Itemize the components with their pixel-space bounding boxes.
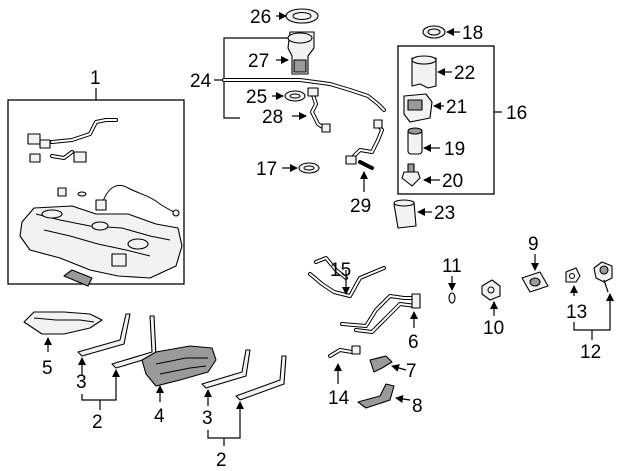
shield-4-group: 4 bbox=[141, 345, 217, 427]
o-ring-11 bbox=[448, 292, 456, 304]
fuel-pump-kit-frame bbox=[397, 45, 495, 195]
fuel-line-29-group: 29 bbox=[345, 119, 384, 217]
fuel-gauge-sender bbox=[307, 87, 319, 97]
fuel-line-6 bbox=[411, 293, 421, 309]
callout-22: 22 bbox=[454, 63, 475, 84]
gasket-25 bbox=[284, 90, 306, 102]
callout-9: 9 bbox=[528, 234, 539, 255]
callout-17: 17 bbox=[256, 159, 277, 180]
callout-15: 15 bbox=[330, 260, 351, 281]
bracket-8-group: 8 bbox=[357, 383, 423, 417]
heat-shield-5 bbox=[23, 311, 103, 335]
fuel-lines-group: 15 6 bbox=[308, 256, 421, 353]
gasket-17-group: 17 bbox=[256, 159, 320, 180]
callout-11: 11 bbox=[442, 256, 462, 277]
heat-shield-4 bbox=[141, 345, 217, 387]
strap-right-a bbox=[201, 349, 251, 389]
callout-5: 5 bbox=[42, 358, 53, 379]
hose-14-group: 14 bbox=[328, 345, 361, 409]
fuel-pump-module-group: 26 27 24 25 28 bbox=[190, 7, 386, 133]
strainer-20 bbox=[401, 171, 421, 187]
callout-18: 18 bbox=[462, 23, 483, 44]
callout-8: 8 bbox=[412, 396, 423, 417]
callout-25: 25 bbox=[246, 87, 267, 108]
callout-1: 1 bbox=[90, 68, 101, 89]
gasket-17 bbox=[298, 162, 320, 174]
ring-18 bbox=[422, 25, 446, 39]
shield-5-group: 5 bbox=[23, 311, 103, 379]
callout-7: 7 bbox=[406, 361, 417, 382]
callout-27: 27 bbox=[248, 51, 269, 72]
callout-20: 20 bbox=[442, 171, 463, 192]
straps-right-group: 3 2 bbox=[201, 349, 287, 471]
callout-6: 6 bbox=[408, 332, 419, 353]
canister-23-group: 23 bbox=[393, 199, 455, 229]
callout-3-right: 3 bbox=[202, 408, 213, 429]
pump-bracket-22 bbox=[411, 57, 437, 89]
hose-14 bbox=[351, 345, 361, 355]
bracket-7 bbox=[369, 355, 393, 373]
callout-24: 24 bbox=[190, 71, 212, 92]
callout-10: 10 bbox=[483, 318, 504, 339]
callout-3-left: 3 bbox=[76, 372, 87, 393]
strap-right-b bbox=[235, 355, 287, 401]
callout-16: 16 bbox=[506, 103, 527, 124]
fuel-tank-assembly-group: 1 bbox=[7, 68, 185, 287]
callout-23: 23 bbox=[434, 203, 455, 224]
valve-9-group: 9 bbox=[521, 234, 549, 293]
clip-11-group: 11 bbox=[442, 256, 462, 304]
callout-28: 28 bbox=[262, 107, 283, 128]
tank-protector bbox=[63, 269, 93, 287]
callout-29: 29 bbox=[350, 196, 371, 217]
lock-ring bbox=[285, 8, 319, 24]
valve-10 bbox=[481, 279, 501, 301]
fuel-tank bbox=[19, 205, 183, 279]
valve-10-group: 10 bbox=[481, 279, 504, 339]
bracket-8 bbox=[357, 383, 395, 409]
bracket-7-group: 7 bbox=[369, 355, 417, 382]
callout-19: 19 bbox=[444, 139, 465, 160]
strap-left-b bbox=[111, 315, 157, 369]
callout-4: 4 bbox=[154, 406, 165, 427]
fuel-line-29 bbox=[345, 155, 357, 165]
callout-14: 14 bbox=[328, 388, 350, 409]
grommet-13 bbox=[565, 267, 581, 283]
callout-26: 26 bbox=[250, 7, 271, 28]
strap-left-a bbox=[77, 313, 131, 357]
callout-12: 12 bbox=[580, 342, 601, 363]
vent-fitting bbox=[27, 133, 41, 145]
straps-left-group: 3 2 bbox=[76, 313, 157, 433]
callout-2-left: 2 bbox=[92, 412, 103, 433]
parts-12-13-group: 13 12 bbox=[565, 261, 614, 363]
fuel-pump-kit-group: 18 16 22 21 19 20 bbox=[397, 23, 527, 195]
callout-13: 13 bbox=[566, 302, 587, 323]
callout-2-right: 2 bbox=[216, 450, 227, 471]
callout-21: 21 bbox=[446, 97, 467, 118]
